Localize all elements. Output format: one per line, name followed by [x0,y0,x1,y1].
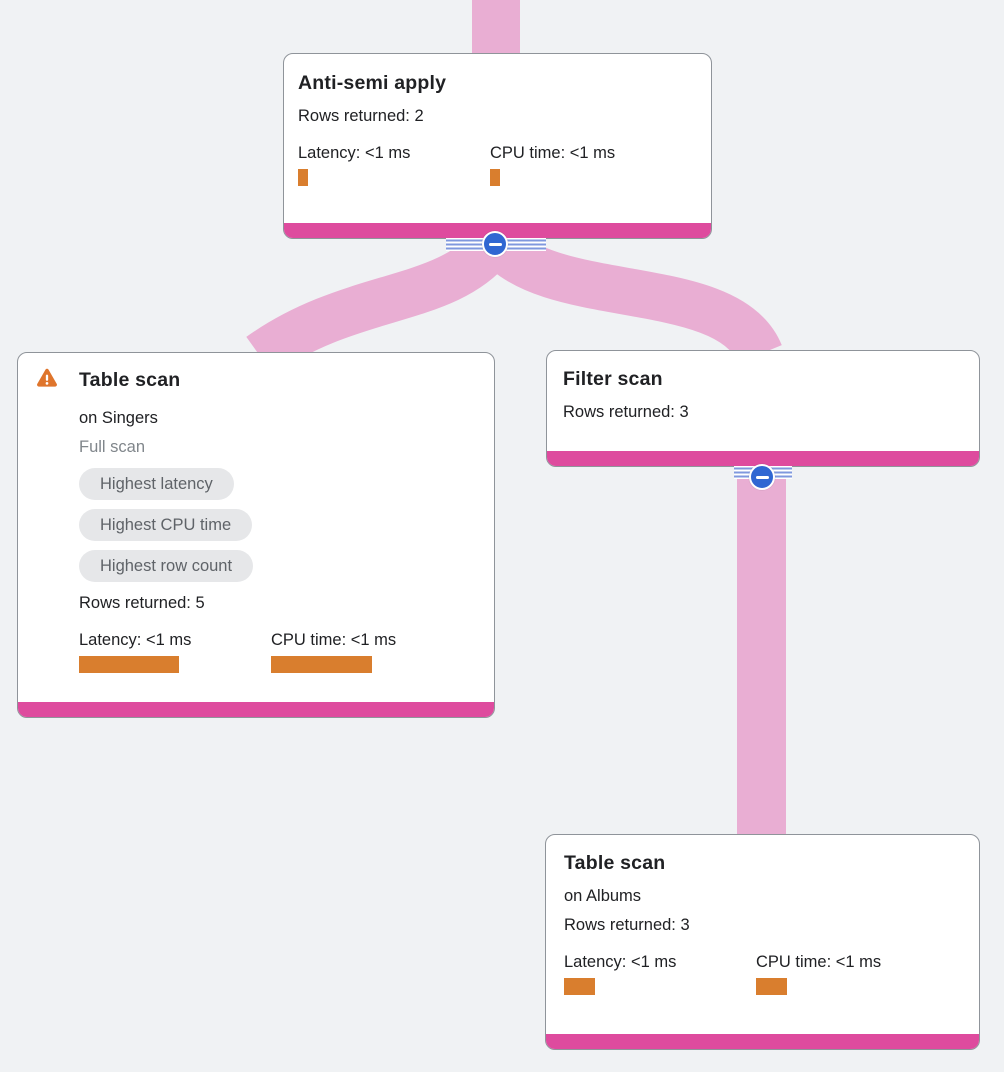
rows-returned: Rows returned: 2 [298,107,424,125]
node-title: Table scan [564,852,666,874]
node-filter-scan[interactable]: Filter scan Rows returned: 3 [546,350,980,467]
badge-highest-row-count: Highest row count [79,550,254,582]
collapse-button-anti-semi-apply[interactable] [482,231,508,257]
node-subtitle: on Albums [564,887,642,905]
cpu-time-label: CPU time: <1 ms [490,144,616,162]
cpu-time-metric: CPU time: <1 ms [271,628,396,673]
node-subtitle: on Singers [79,409,158,427]
badge-highest-latency: Highest latency [79,468,234,500]
latency-label: Latency: <1 ms [298,144,411,162]
latency-metric: Latency: <1 ms [298,141,490,186]
node-title: Filter scan [563,368,663,390]
minus-icon [755,475,769,479]
latency-metric: Latency: <1 ms [564,950,756,995]
node-title: Anti-semi apply [298,72,447,94]
cpu-time-metric: CPU time: <1 ms [756,950,881,995]
scan-note: Full scan [79,438,146,456]
latency-bar [298,169,308,186]
edge-anti-semi-to-table-scan-singers [246,226,514,376]
badge-list: Highest latency Highest CPU time Highest… [79,468,478,582]
badge-highest-cpu-time: Highest CPU time [79,509,253,541]
edge-filter-scan-to-table-scan-albums [737,466,786,836]
node-title: Table scan [79,369,181,391]
latency-bar [564,978,595,995]
node-table-scan-albums[interactable]: Table scan on Albums Rows returned: 3 La… [545,834,980,1050]
cpu-time-bar [271,656,372,673]
rows-returned: Rows returned: 5 [79,594,205,612]
node-anti-semi-apply[interactable]: Anti-semi apply Rows returned: 2 Latency… [283,53,712,239]
rows-returned: Rows returned: 3 [563,403,689,421]
cpu-time-bar [490,169,500,186]
node-accent-bar [18,702,494,717]
collapse-button-filter-scan[interactable] [749,464,775,490]
metrics-row: Latency: <1 ms CPU time: <1 ms [298,141,695,186]
minus-icon [488,242,502,246]
rows-returned: Rows returned: 3 [564,916,690,934]
node-accent-bar [284,223,711,238]
latency-metric: Latency: <1 ms [79,628,271,673]
cpu-time-label: CPU time: <1 ms [756,953,882,971]
cpu-time-label: CPU time: <1 ms [271,631,397,649]
metrics-row: Latency: <1 ms CPU time: <1 ms [79,628,478,673]
latency-label: Latency: <1 ms [564,953,677,971]
node-accent-bar [546,1034,979,1049]
warning-icon[interactable] [35,366,59,390]
node-table-scan-singers[interactable]: Table scan on Singers Full scan Highest … [17,352,495,718]
latency-bar [79,656,179,673]
metrics-row: Latency: <1 ms CPU time: <1 ms [564,950,963,995]
cpu-time-bar [756,978,787,995]
latency-label: Latency: <1 ms [79,631,192,649]
edge-anti-semi-to-filter-scan [478,225,782,365]
node-accent-bar [547,451,979,466]
edge-into-anti-semi-apply [472,0,520,56]
cpu-time-metric: CPU time: <1 ms [490,141,615,186]
